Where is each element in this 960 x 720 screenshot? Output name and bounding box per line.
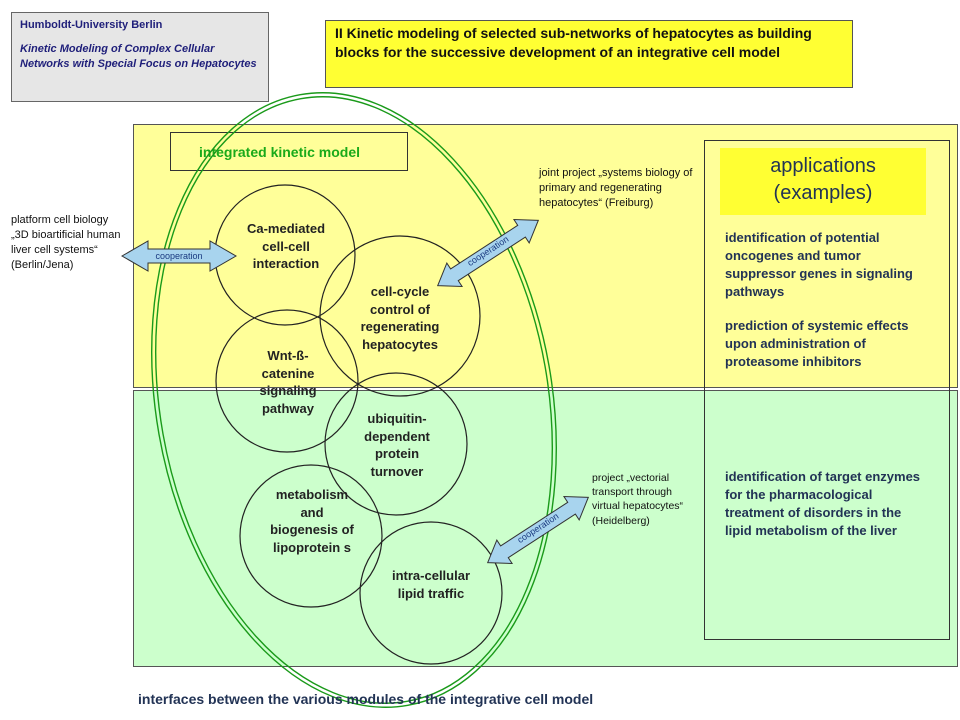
module-label-ubiquitin: ubiquitin-dependent protein turnover: [364, 411, 430, 479]
circle-wnt: [215, 309, 359, 453]
module-label-lipid-traffic: intra-cellular lipid traffic: [391, 568, 471, 601]
platform-partner-text: platform cell biology „3D bioartificial …: [11, 214, 121, 271]
heidelberg-partner-text: project „vectorial transport through vir…: [592, 472, 684, 527]
page-title: II Kinetic modeling of selected sub-netw…: [325, 20, 853, 88]
cooperation-arrow-heidelberg: [486, 495, 590, 565]
integrative-ellipse-inner: [154, 96, 554, 704]
cooperation-arrow-freiburg: [436, 218, 540, 288]
project-subtitle: Kinetic Modeling of Complex Cellular Net…: [20, 42, 257, 70]
module-label-wnt: Wnt-ß-catenine signaling pathway: [259, 348, 317, 416]
circle-lipid-traffic: [359, 521, 503, 665]
cooperation-label-platform: cooperation: [155, 251, 202, 261]
circle-cell-cycle: [319, 235, 481, 397]
module-label-ca-mediated: Ca-mediated cell-cell interaction: [246, 221, 326, 272]
applications-frame: [704, 140, 950, 640]
freiburg-partner-text: joint project „systems biology of primar…: [539, 167, 693, 209]
footer-caption: interfaces between the various modules o…: [138, 691, 594, 707]
cooperation-arrow-platform: [120, 240, 238, 272]
applications-heading: applications (examples): [720, 148, 926, 215]
module-label-cell-cycle: cell-cycle control of regenerating hepat…: [360, 284, 440, 352]
application-item-lipid-targets: identification of target enzymes for the…: [725, 469, 921, 538]
university-name: Humboldt-University Berlin: [20, 19, 163, 31]
circle-metabolism: [239, 464, 383, 608]
application-item-oncogenes: identification of potential oncogenes an…: [725, 230, 913, 299]
integrated-model-label: integrated kinetic model: [170, 132, 408, 171]
integrative-ellipse-outer: [151, 92, 557, 708]
circle-ubiquitin: [324, 372, 468, 516]
university-box: Humboldt-University Berlin Kinetic Model…: [11, 12, 269, 102]
module-label-metabolism: metabolism and biogenesis of lipoprotein…: [270, 487, 354, 555]
application-item-proteasome: prediction of systemic effects upon admi…: [725, 318, 909, 369]
